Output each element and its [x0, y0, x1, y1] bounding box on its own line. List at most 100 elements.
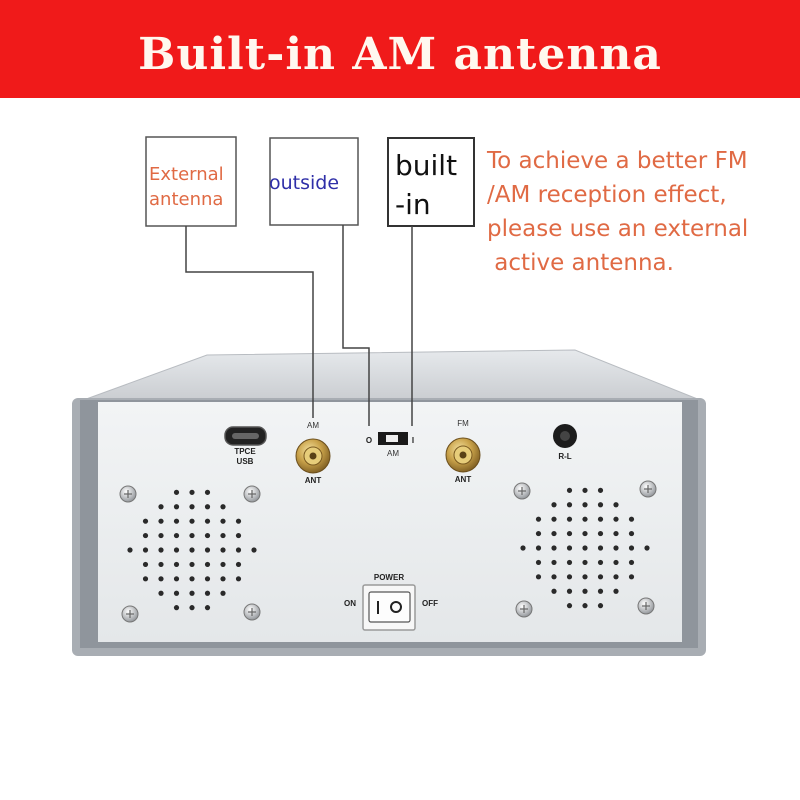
speaker-hole [142, 532, 149, 539]
speaker-hole [142, 547, 149, 553]
speaker-hole [551, 502, 557, 508]
speaker-hole [158, 576, 164, 582]
speaker-hole [158, 518, 164, 524]
speaker-hole [613, 559, 619, 566]
speaker-hole [142, 561, 149, 568]
speaker-hole [189, 518, 195, 524]
speaker-hole [204, 518, 211, 524]
on-label: ON [344, 599, 356, 608]
speaker-hole [551, 588, 557, 594]
speaker-hole [566, 588, 573, 594]
speaker-hole [613, 588, 619, 594]
speaker-hole [597, 516, 604, 522]
callout-outside [269, 137, 359, 226]
speaker-hole [597, 574, 604, 580]
speaker-hole [535, 530, 542, 537]
speaker-hole [566, 559, 573, 566]
speaker-hole [142, 518, 149, 524]
speaker-hole [535, 516, 542, 522]
speaker-hole [158, 590, 164, 596]
speaker-hole [551, 559, 557, 566]
speaker-hole [220, 504, 226, 510]
speaker-hole [235, 561, 242, 568]
speaker-hole [566, 502, 573, 508]
speaker-hole [158, 547, 164, 553]
speaker-hole [613, 530, 619, 537]
speaker-hole [189, 532, 195, 539]
leader-line-external [185, 226, 314, 418]
speaker-hole [628, 516, 635, 522]
speaker-hole [582, 574, 588, 580]
speaker-hole [204, 561, 211, 568]
speaker-hole [597, 530, 604, 537]
speaker-hole [551, 530, 557, 537]
speaker-hole [235, 576, 242, 582]
built-in-label-2: -in [395, 188, 431, 221]
speaker-hole [566, 487, 573, 493]
speaker-hole [173, 561, 180, 568]
am-connector-label: AM [307, 421, 319, 430]
speaker-hole [204, 605, 211, 611]
speaker-hole [566, 516, 573, 522]
title-banner: Built-in AM antenna [0, 0, 800, 98]
speaker-hole [189, 590, 195, 596]
fm-connector-label: FM [457, 419, 469, 428]
speaker-hole [158, 532, 164, 539]
speaker-hole [173, 590, 180, 596]
speaker-hole [613, 502, 619, 508]
built-in-label-1: built [395, 149, 457, 182]
speaker-hole [582, 559, 588, 566]
note-line: please use an external [487, 216, 749, 242]
speaker-hole [173, 532, 180, 539]
speaker-hole [582, 588, 588, 594]
speaker-hole [566, 574, 573, 580]
fm-ant-label: ANT [455, 475, 472, 484]
speaker-hole [220, 547, 226, 553]
speaker-hole [535, 574, 542, 580]
note-line: To achieve a better FM [487, 148, 748, 174]
speaker-hole [189, 504, 195, 510]
speaker-hole [535, 545, 542, 551]
speaker-hole [613, 545, 619, 551]
speaker-hole [566, 545, 573, 551]
speaker-hole [613, 516, 619, 522]
speaker-hole [189, 489, 195, 495]
callout-built-in [387, 137, 475, 227]
speaker-hole [204, 532, 211, 539]
speaker-hole [173, 518, 180, 524]
off-label: OFF [422, 599, 438, 608]
speaker-hole [535, 559, 542, 566]
speaker-hole [173, 605, 180, 611]
switch-o-label: O [366, 436, 372, 445]
speaker-hole [628, 530, 635, 537]
banner-title: Built-in AM antenna [138, 29, 662, 80]
speaker-hole [582, 545, 588, 551]
speaker-hole [628, 574, 635, 580]
speaker-hole [220, 518, 226, 524]
speaker-hole [204, 576, 211, 582]
outside-label: outside [269, 172, 339, 194]
speaker-hole [220, 532, 226, 539]
speaker-hole [597, 545, 604, 551]
speaker-hole [220, 576, 226, 582]
case-top [77, 349, 701, 403]
speaker-hole [597, 559, 604, 566]
speaker-hole [628, 559, 635, 566]
speaker-hole [582, 487, 588, 493]
rl-label: R-L [558, 452, 571, 461]
speaker-hole [189, 605, 195, 611]
speaker-hole [142, 576, 149, 582]
power-rocker-switch[interactable] [368, 591, 411, 623]
speaker-hole [235, 518, 242, 524]
speaker-hole [644, 545, 650, 551]
note-line: /AM reception effect, [487, 182, 727, 208]
speaker-hole [235, 547, 242, 553]
external-label-2: antenna [149, 189, 223, 210]
speaker-hole [173, 547, 180, 553]
speaker-hole [551, 545, 557, 551]
speaker-hole [189, 561, 195, 568]
speaker-hole [204, 590, 211, 596]
speaker-hole [551, 516, 557, 522]
speaker-hole [520, 545, 526, 551]
